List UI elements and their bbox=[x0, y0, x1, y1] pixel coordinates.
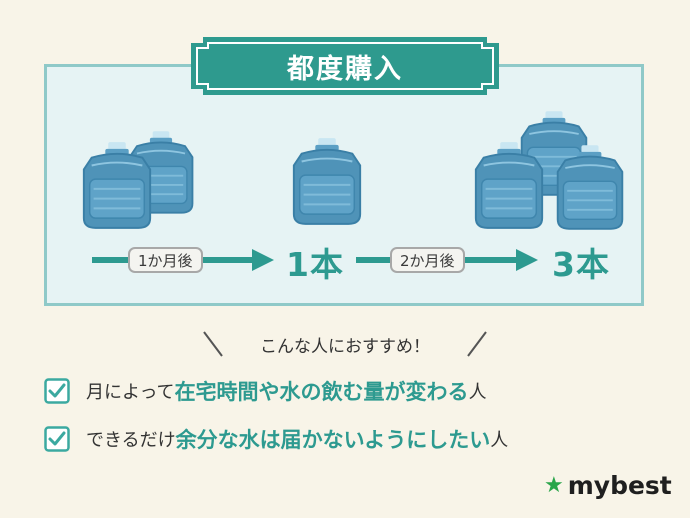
slash-right-icon bbox=[467, 331, 487, 357]
checkbox-checked-icon bbox=[44, 426, 70, 452]
checkbox-checked-icon bbox=[44, 378, 70, 404]
mybest-logo: ★ mybest bbox=[544, 468, 674, 502]
recommend-heading-row: こんな人におすすめ！ bbox=[200, 326, 490, 362]
count-label-2: 3本 bbox=[552, 245, 610, 284]
logo-text: mybest bbox=[567, 470, 672, 500]
recommend-item: 月によって 在宅時間や水の飲む量が変わる 人 bbox=[44, 374, 487, 408]
water-jug-icon bbox=[78, 138, 156, 232]
recommend-highlight: 余分な水は届かないようにしたい bbox=[175, 428, 491, 452]
recommend-prefix: 月によって bbox=[86, 382, 175, 403]
slash-left-icon bbox=[203, 331, 223, 357]
water-jug-icon bbox=[470, 138, 548, 232]
recommend-suffix: 人 bbox=[468, 382, 487, 403]
recommend-suffix: 人 bbox=[490, 430, 509, 451]
star-icon: ★ bbox=[544, 472, 564, 498]
recommend-highlight: 在宅時間や水の飲む量が変わる bbox=[174, 380, 469, 404]
period-label-2: 2か月後 bbox=[390, 247, 465, 273]
title-banner: 都度購入 bbox=[190, 36, 500, 96]
banner-shape bbox=[191, 37, 499, 95]
banner-title: 都度購入 bbox=[287, 53, 403, 85]
count-label-1: 1本 bbox=[286, 245, 344, 284]
water-jug-icon bbox=[552, 142, 628, 232]
period-label-1: 1か月後 bbox=[128, 247, 203, 273]
recommend-prefix: できるだけ bbox=[86, 430, 176, 451]
recommend-heading: こんな人におすすめ！ bbox=[260, 337, 430, 357]
recommend-item: できるだけ 余分な水は届かないようにしたい 人 bbox=[44, 422, 508, 456]
water-jug-icon bbox=[288, 134, 366, 228]
